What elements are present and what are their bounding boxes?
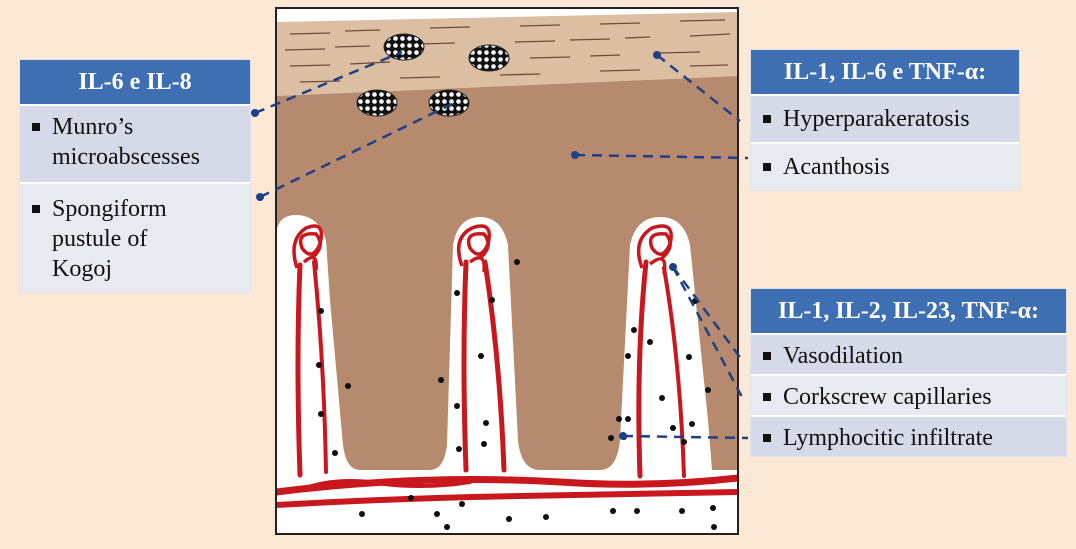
item-line: Spongiform	[52, 194, 167, 224]
bullet-icon	[763, 163, 771, 171]
panel-il6-il8: IL-6 e IL-8 Munro’s microabscesses Spong…	[20, 60, 250, 292]
item-line: pustule of	[52, 224, 167, 254]
list-item-kogoj: Spongiform pustule of Kogoj	[20, 182, 250, 292]
bullet-icon	[763, 393, 771, 401]
item-line: Kogoj	[52, 254, 167, 284]
panel-title: IL-1, IL-2, IL-23, TNF-α:	[751, 289, 1066, 333]
list-item-corkscrew: Corkscrew capillaries	[751, 374, 1066, 415]
bullet-icon	[763, 115, 771, 123]
bullet-icon	[32, 205, 40, 213]
bullet-icon	[763, 434, 771, 442]
panel-title: IL-6 e IL-8	[20, 60, 250, 104]
list-item-munro: Munro’s microabscesses	[20, 104, 250, 182]
list-item-vasodilation: Vasodilation	[751, 333, 1066, 374]
item-label: Corkscrew capillaries	[783, 382, 1000, 412]
list-item-hyperparakeratosis: Hyperparakeratosis	[751, 94, 1019, 142]
item-label: Acanthosis	[783, 152, 898, 182]
bullet-icon	[32, 123, 40, 131]
item-label: Hyperparakeratosis	[783, 104, 978, 134]
panel-title: IL-1, IL-6 e TNF-α:	[751, 50, 1019, 94]
panel-il1-il2-il23-tnf: IL-1, IL-2, IL-23, TNF-α: Vasodilation C…	[751, 289, 1066, 456]
item-line: Munro’s	[52, 112, 200, 142]
item-line: microabscesses	[52, 142, 200, 172]
item-label: Vasodilation	[783, 341, 911, 371]
list-item-lymphocitic: Lymphocitic infiltrate	[751, 415, 1066, 456]
skin-section	[276, 8, 738, 540]
bullet-icon	[763, 352, 771, 360]
list-item-acanthosis: Acanthosis	[751, 142, 1019, 190]
item-label: Lymphocitic infiltrate	[783, 423, 1001, 453]
panel-il1-il6-tnf: IL-1, IL-6 e TNF-α: Hyperparakeratosis A…	[751, 50, 1019, 190]
